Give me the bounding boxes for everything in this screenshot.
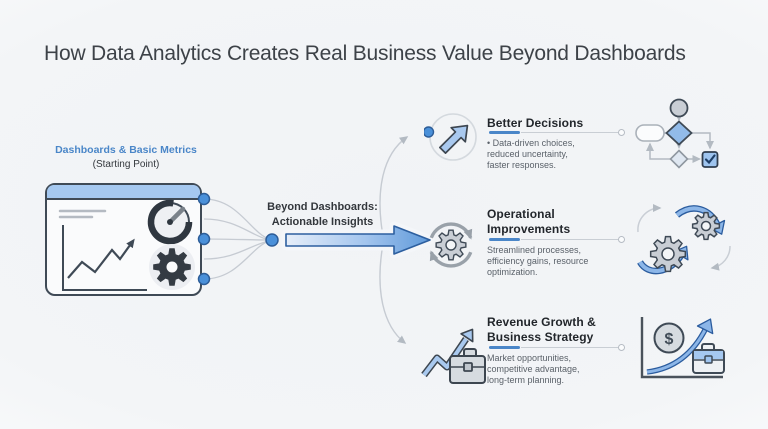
divider-line <box>521 346 618 348</box>
line-chart-icon <box>62 225 147 291</box>
page-title: How Data Analytics Creates Real Business… <box>44 42 686 65</box>
outcome-title: Operational Improvements <box>487 207 571 236</box>
flowchart-icon <box>635 98 719 169</box>
arrow-up-right-icon <box>424 113 477 161</box>
dashboard-card-header <box>47 185 200 200</box>
main-arrow-icon <box>281 221 435 259</box>
divider-accent <box>489 345 520 349</box>
source-label: Dashboards & Basic Metrics <box>55 144 197 156</box>
connection-dots <box>197 192 279 286</box>
divider-line <box>521 131 618 133</box>
outcome-description: • Data-driven choices, reduced uncertain… <box>487 138 575 170</box>
flow-label: Beyond Dashboards: Actionable Insights <box>267 201 378 228</box>
flow-decision-node <box>665 120 693 146</box>
outcome-description: Streamlined processes, efficiency gains,… <box>487 245 589 277</box>
flow-process-node <box>635 124 665 142</box>
placeholder-lines-icon <box>58 209 107 219</box>
growth-briefcase-icon <box>421 328 486 384</box>
divider-end-dot <box>618 235 625 243</box>
outcome-description: Market opportunities, competitive advant… <box>487 353 580 385</box>
chart-dollar-growth-icon: $ <box>640 317 725 379</box>
divider-end-dot <box>618 128 625 136</box>
divider-accent <box>489 237 520 241</box>
divider-end-dot <box>618 343 625 351</box>
flow-start-node <box>669 98 689 118</box>
briefcase-blue-icon <box>692 343 725 374</box>
fan-connectors <box>203 198 270 280</box>
svg-text:$: $ <box>665 331 674 348</box>
flow-decision-node-2 <box>669 149 689 169</box>
branch-connectors <box>379 136 409 344</box>
outcome-title: Revenue Growth & Business Strategy <box>487 315 596 344</box>
gear-cycle-icon <box>429 222 473 268</box>
dollar-coin-icon: $ <box>653 322 685 354</box>
checkmark-icon <box>704 154 716 165</box>
gauge-icon <box>147 199 193 245</box>
divider-line <box>521 238 618 240</box>
gears-sync-icon <box>637 203 731 275</box>
source-sublabel: (Starting Point) <box>92 159 160 170</box>
dashboard-card-art <box>58 199 195 291</box>
briefcase-icon <box>449 348 486 384</box>
outcome-title: Better Decisions <box>487 116 584 130</box>
divider-accent <box>489 130 520 134</box>
dashboard-card <box>45 183 202 296</box>
gear-icon <box>149 244 195 290</box>
